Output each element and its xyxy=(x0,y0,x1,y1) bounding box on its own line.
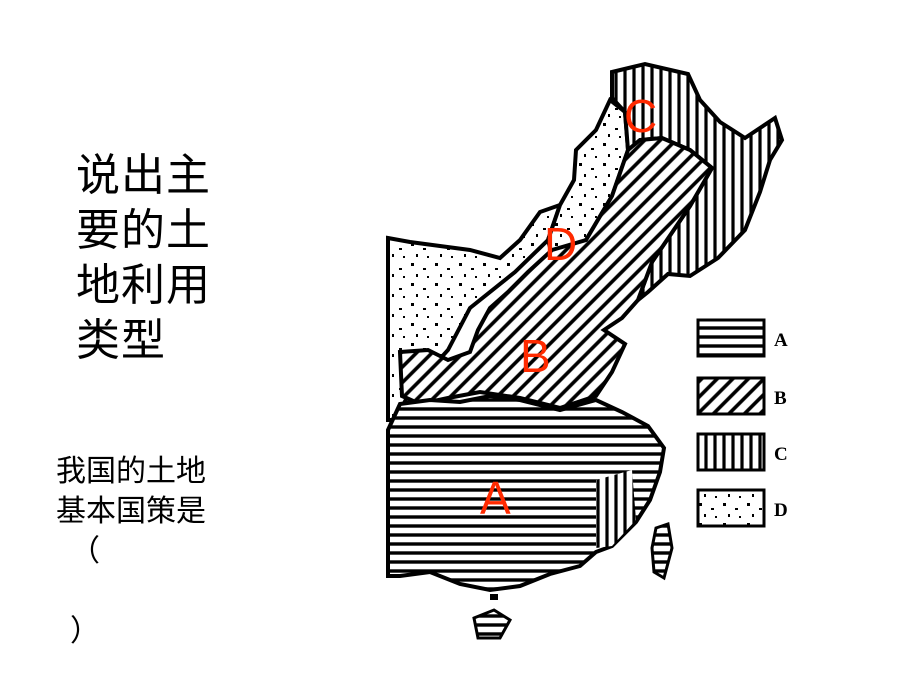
question-line-2: 基本国策是 xyxy=(56,494,206,529)
region-b xyxy=(397,135,715,411)
region-label-c: C xyxy=(624,90,657,142)
region-c-patch xyxy=(596,470,636,548)
legend-swatch-b xyxy=(696,376,766,416)
legend-label-a: A xyxy=(774,330,788,351)
region-label-a: A xyxy=(480,472,511,524)
title-line-4: 类型 xyxy=(76,315,166,366)
answer-blank[interactable]: （） xyxy=(56,532,276,652)
paren-close: ） xyxy=(70,614,100,649)
legend-swatch-a xyxy=(696,318,766,358)
region-label-d: D xyxy=(544,218,577,270)
region-label-b: B xyxy=(520,330,551,382)
question-line-1: 我国的土地 xyxy=(56,454,206,489)
title-line-3: 地利用 xyxy=(76,260,211,311)
question-text: 我国的土地 基本国策是 （） xyxy=(56,452,276,652)
paren-open: （ xyxy=(70,534,100,569)
title-line-2: 要的土 xyxy=(76,205,211,256)
hainan-island xyxy=(472,608,513,640)
legend-label-b: B xyxy=(774,388,787,409)
islet xyxy=(490,594,498,600)
legend-label-d: D xyxy=(774,500,788,521)
region-a xyxy=(386,393,667,593)
legend-swatch-c xyxy=(696,432,766,472)
taiwan-island xyxy=(650,522,674,581)
map-legend: A B C D xyxy=(696,318,788,528)
slide-title: 说出主 要的土 地利用 类型 xyxy=(76,148,246,368)
legend-label-c: C xyxy=(774,444,788,465)
legend-swatch-d xyxy=(696,488,766,528)
title-line-1: 说出主 xyxy=(76,150,211,201)
